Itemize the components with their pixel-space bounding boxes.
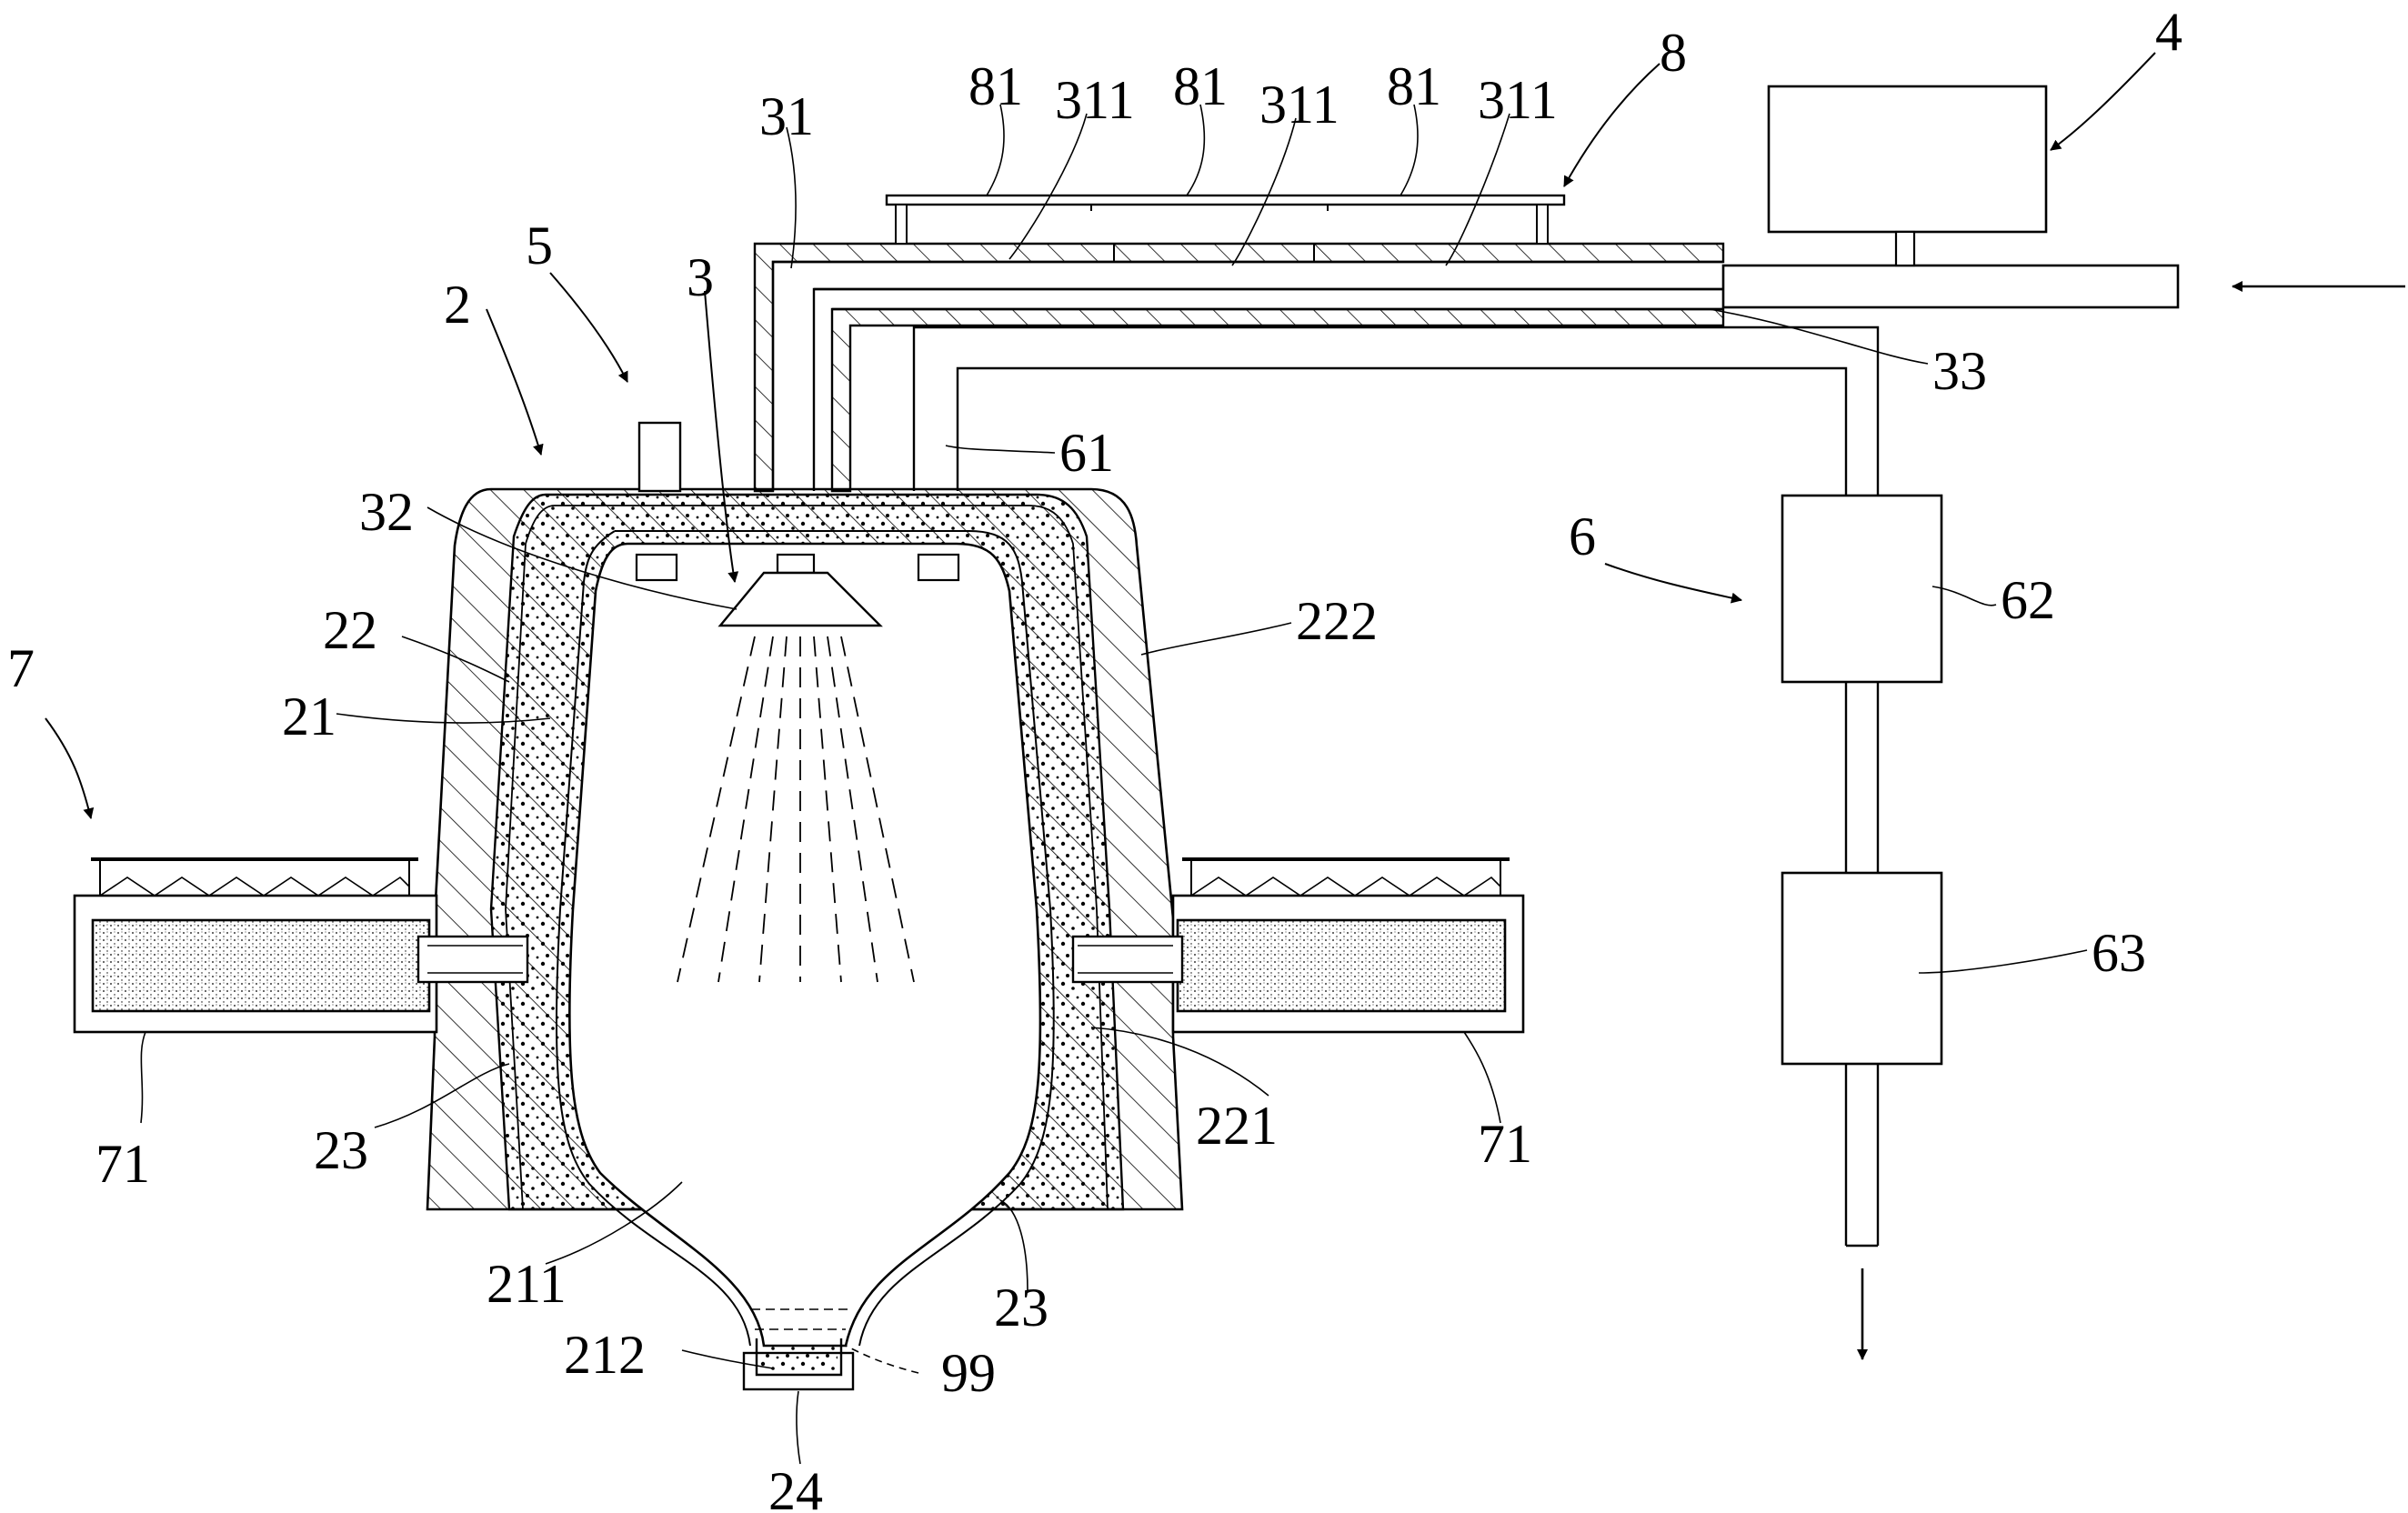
label-6: 6	[1569, 506, 1596, 566]
label-81-c: 81	[1387, 56, 1441, 116]
exhaust-pipe-61	[912, 326, 1880, 1247]
label-23-left: 23	[314, 1120, 368, 1180]
label-81-b: 81	[1173, 56, 1228, 116]
unit-63-box	[1781, 871, 1943, 1066]
unit-4	[1767, 85, 2048, 267]
label-32: 32	[359, 482, 414, 542]
label-23-bottom: 23	[994, 1278, 1048, 1338]
label-71-left: 71	[95, 1134, 150, 1194]
right-heater	[1071, 857, 1525, 1034]
labels: 4 8 81 311 81 311 81 311 31 5 3 2 33 61 …	[7, 2, 2182, 1513]
label-211: 211	[487, 1254, 567, 1314]
label-311-c: 311	[1478, 70, 1558, 130]
label-62: 62	[2001, 570, 2055, 630]
spray-nozzle	[677, 571, 915, 983]
left-heater	[73, 857, 529, 1034]
label-61: 61	[1059, 423, 1114, 483]
label-222: 222	[1296, 591, 1378, 651]
label-24: 24	[768, 1461, 823, 1513]
inner-chamber	[556, 530, 1055, 1348]
leader-lines	[45, 52, 2156, 1465]
label-31: 31	[759, 86, 814, 146]
label-311-a: 311	[1055, 70, 1135, 130]
nozzle-mounts	[635, 553, 960, 582]
top-port	[637, 421, 682, 493]
label-33: 33	[1932, 341, 1987, 401]
label-5: 5	[526, 215, 553, 276]
label-4: 4	[2155, 2, 2182, 62]
unit-62-box	[1781, 494, 1943, 684]
label-63: 63	[2092, 923, 2146, 983]
collection-cup	[742, 1308, 855, 1391]
label-212: 212	[564, 1325, 646, 1385]
label-221: 221	[1196, 1096, 1278, 1156]
feed-pipe-33	[814, 264, 2180, 311]
top-heater-8	[885, 194, 1566, 262]
label-21: 21	[282, 686, 336, 746]
label-71-right: 71	[1478, 1114, 1532, 1174]
label-3: 3	[687, 247, 714, 307]
label-81-a: 81	[968, 56, 1023, 116]
label-2: 2	[444, 275, 471, 335]
label-7: 7	[7, 638, 35, 698]
label-99: 99	[941, 1343, 996, 1403]
label-311-b: 311	[1259, 75, 1339, 135]
label-22: 22	[323, 600, 377, 660]
label-8: 8	[1660, 23, 1687, 83]
